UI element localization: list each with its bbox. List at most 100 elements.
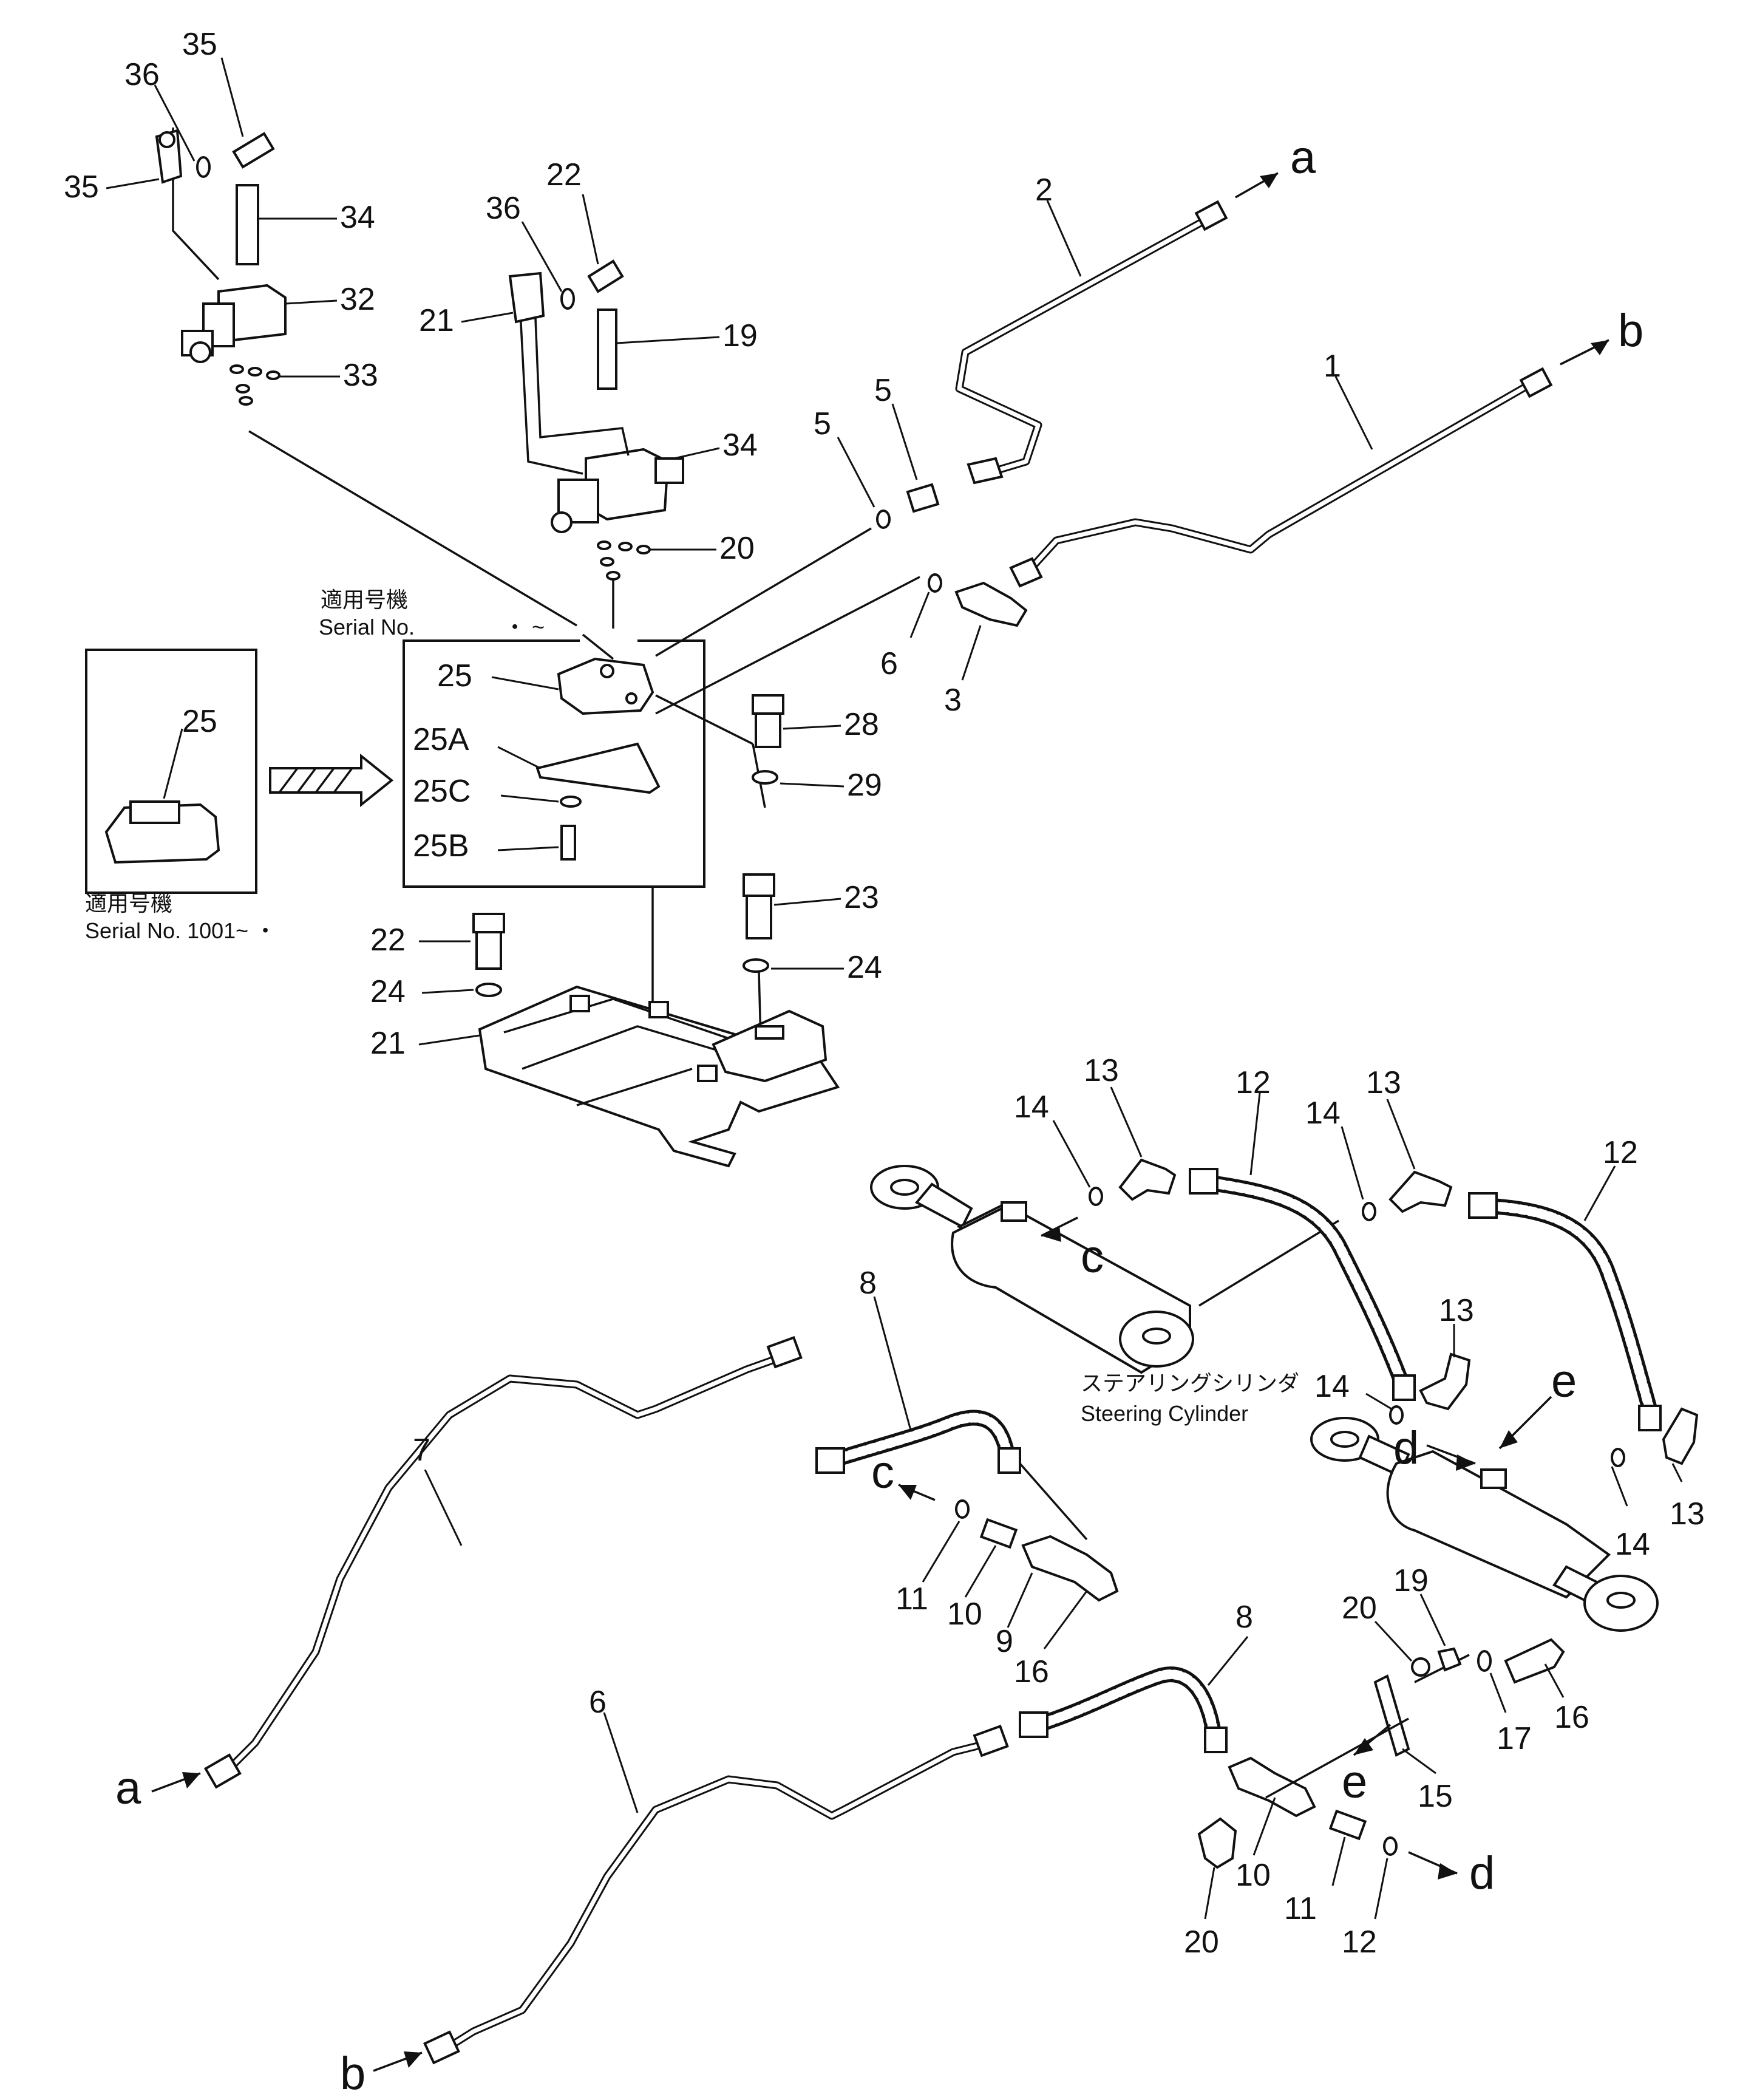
o-rings-32: [597, 540, 651, 581]
callout-7: 7: [413, 1433, 430, 1468]
callout-12b: 12: [1603, 1135, 1638, 1170]
callout-16: 16: [1554, 1700, 1589, 1735]
arrow-label-c-lower: c: [871, 1447, 894, 1498]
mounting-bracket-21: [478, 985, 840, 1168]
callout-32: 20: [719, 531, 755, 566]
callout-14d: 14: [1615, 1527, 1650, 1562]
callout-11b: 12: [1342, 1924, 1377, 1960]
callout-35b: 22: [546, 157, 582, 193]
solenoid-valve-28: [155, 128, 287, 363]
arrow-label-a-bottom: a: [115, 1762, 141, 1814]
callout-24: 24: [847, 950, 882, 985]
callout-8b: 8: [1235, 1600, 1253, 1635]
callout-25: 25: [437, 658, 472, 694]
o-ring-5b: [928, 573, 942, 593]
o-ring-14d: [1611, 1448, 1625, 1467]
o-ring-14a: [1089, 1187, 1103, 1206]
callout-10a: 10: [947, 1597, 982, 1632]
bolt-33: [597, 309, 617, 390]
fitting-10b: [1328, 1809, 1367, 1841]
tee-9a: [1021, 1535, 1119, 1602]
bolt-16: [1504, 1638, 1565, 1684]
fitting-10a: [979, 1518, 1018, 1549]
callout-9a: 9: [996, 1624, 1013, 1659]
callout-5: 5: [814, 406, 831, 441]
callout-25a: 25A: [413, 722, 469, 757]
callout-36: 36: [124, 57, 160, 92]
plate-25a: [535, 742, 661, 794]
pipe-7: [226, 1350, 794, 1771]
callout-21: 21: [370, 1026, 406, 1061]
callout-14b: 14: [1305, 1096, 1341, 1131]
pipe-1-fitting: [1519, 367, 1553, 398]
washer-17: [1477, 1650, 1492, 1672]
pipe-2-fitting: [1194, 200, 1228, 231]
callout-31: 34: [722, 428, 758, 463]
fitting-4: [906, 483, 940, 513]
steering-cylinder-lower: [1310, 1417, 1659, 1632]
callout-5b: 6: [880, 646, 898, 681]
callout-6: 6: [589, 1685, 607, 1720]
arrow-label-b-bottom: b: [340, 2048, 365, 2099]
elbow-13a: [1118, 1158, 1177, 1201]
callout-22: 22: [370, 922, 406, 958]
callout-13b: 13: [1366, 1065, 1401, 1100]
callout-33: 19: [722, 318, 758, 353]
callout-13c: 13: [1439, 1293, 1474, 1328]
hatched-arrow: [269, 753, 394, 808]
elbow-13d: [1662, 1407, 1699, 1465]
snap-ring-36b: [560, 288, 575, 310]
o-ring-5: [876, 510, 891, 529]
callout-34: 35: [64, 169, 99, 205]
arrow-label-d-lower: d: [1469, 1847, 1495, 1899]
bracket-15b: [1373, 1674, 1410, 1757]
callout-24b: 24: [370, 974, 406, 1009]
arrow-label-e-lower: e: [1342, 1756, 1367, 1808]
callout-20: 20: [1342, 1590, 1377, 1626]
inset-valve-top: [129, 800, 180, 824]
bolt-30: [236, 184, 259, 265]
cap-18: [1197, 1817, 1237, 1869]
valve-block-25: [557, 657, 654, 715]
steering-cylinder-upper: [870, 1165, 1194, 1374]
cylinder-label-en: Steering Cylinder: [1081, 1401, 1248, 1426]
o-ring-11a: [955, 1499, 970, 1519]
o-rings-29: [229, 364, 280, 406]
callout-19: 19: [1393, 1563, 1429, 1598]
serial-range-inset: Serial No. 1001~ ・: [85, 918, 276, 943]
arrow-label-a-top: a: [1290, 132, 1316, 183]
washer-20: [1411, 1657, 1430, 1677]
callout-11a: 11: [895, 1581, 928, 1617]
serial-frame: [403, 639, 705, 888]
arrow-label-e-upper: e: [1551, 1355, 1577, 1407]
callout-29: 33: [343, 358, 378, 393]
fitting-4b: [967, 457, 1004, 485]
elbow-13c: [1419, 1352, 1471, 1411]
o-ring-11b: [1383, 1836, 1398, 1856]
callout-27: 29: [847, 768, 882, 803]
callout-36b: 36: [486, 191, 521, 226]
callout-26: 28: [844, 707, 879, 742]
serial-label-jp-inset: 適用号機: [85, 891, 172, 916]
o-ring-14b: [1362, 1202, 1376, 1221]
callout-15b: 15: [1418, 1779, 1453, 1814]
elbow-3: [954, 581, 1028, 627]
callout-17: 17: [1497, 1721, 1532, 1756]
bolt-25b: [560, 825, 576, 861]
arrow-label-d-upper: d: [1393, 1422, 1419, 1474]
callout-15a: 16: [1014, 1654, 1049, 1689]
callout-35: 35: [182, 27, 217, 62]
callout-18: 20: [1184, 1924, 1219, 1960]
callout-4: 5: [874, 373, 892, 408]
cylinder-label-jp: ステアリングシリンダ: [1081, 1371, 1299, 1396]
callout-13d: 13: [1670, 1496, 1705, 1532]
tee-9b: [1228, 1756, 1316, 1818]
snap-ring-36: [196, 156, 211, 178]
callout-2: 2: [1035, 172, 1053, 208]
nut-19: [1437, 1647, 1462, 1672]
callout-25c: 25C: [413, 774, 471, 809]
callout-10b: 11: [1284, 1891, 1317, 1926]
serial-label-en: Serial No.: [319, 615, 415, 639]
washer-27: [752, 770, 778, 785]
